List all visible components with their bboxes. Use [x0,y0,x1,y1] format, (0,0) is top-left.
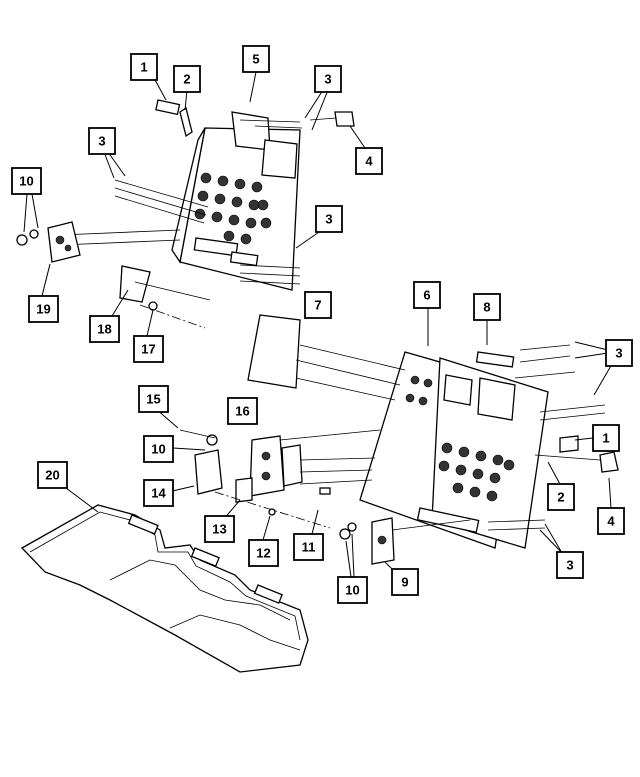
svg-text:2: 2 [183,72,190,87]
callout-2-right: 2 [547,483,575,511]
svg-text:19: 19 [36,302,50,317]
callout-3-left: 3 [88,127,116,155]
center-hinge-mechanism [179,429,381,529]
callout-4-right: 4 [597,507,625,535]
callout-11: 11 [293,533,324,561]
callout-18: 18 [89,315,120,343]
svg-text:6: 6 [423,288,430,303]
right-seat-back-knob-grid [405,375,515,502]
callout-9: 9 [391,568,419,596]
svg-text:15: 15 [146,392,160,407]
floor-mat-part-20 [20,504,309,673]
svg-text:8: 8 [483,300,490,315]
bracket-part-18 [119,265,211,329]
callout-3-middle: 3 [315,205,343,233]
svg-text:1: 1 [602,431,609,446]
callout-17: 17 [133,335,164,363]
svg-text:11: 11 [302,540,316,555]
callout-3-right-top: 3 [605,339,633,367]
svg-text:3: 3 [324,72,331,87]
svg-text:10: 10 [151,442,165,457]
callout-1-top: 1 [130,53,158,81]
callout-5: 5 [242,45,270,73]
callout-20: 20 [37,461,68,489]
callout-13: 13 [204,515,235,543]
svg-text:13: 13 [212,522,226,537]
svg-text:10: 10 [345,583,359,598]
leader-lines [23,71,613,578]
svg-text:12: 12 [256,546,270,561]
callout-6: 6 [413,281,441,309]
left-hinge-part-19 [16,221,81,263]
callout-14: 14 [143,479,174,507]
svg-text:4: 4 [607,514,615,529]
svg-text:7: 7 [314,298,321,313]
svg-text:1: 1 [140,60,147,75]
right-seat-back-frame [247,314,619,549]
svg-text:3: 3 [566,558,573,573]
callout-16: 16 [227,397,258,425]
callout-10-bottom: 10 [337,576,368,604]
svg-text:9: 9 [401,575,408,590]
svg-text:4: 4 [365,154,373,169]
callout-15: 15 [138,385,169,413]
callout-2-top: 2 [173,65,201,93]
callout-4-top: 4 [355,147,383,175]
callout-10-middle: 10 [143,435,174,463]
callout-1-right: 1 [592,424,620,452]
callout-8: 8 [473,293,501,321]
svg-text:2: 2 [557,490,564,505]
svg-text:16: 16 [235,404,249,419]
svg-text:17: 17 [141,342,155,357]
svg-text:14: 14 [151,486,166,501]
callout-19: 19 [28,295,59,323]
callout-3-bottom-right: 3 [556,551,584,579]
svg-text:18: 18 [97,322,111,337]
svg-text:3: 3 [98,134,105,149]
svg-text:3: 3 [615,346,622,361]
svg-text:20: 20 [45,468,59,483]
callout-labels: 1 2 5 3 4 3 10 3 [11,45,633,604]
callout-3-top-right: 3 [314,65,342,93]
svg-text:5: 5 [252,52,259,67]
callout-10-left: 10 [11,167,42,195]
svg-text:10: 10 [19,174,33,189]
callout-7: 7 [304,291,332,319]
seat-back-knob-grid [194,172,272,245]
callout-12: 12 [248,539,279,567]
right-lower-hinge-part-9 [339,517,471,565]
svg-text:3: 3 [325,212,332,227]
upper-left-seat-back-frame [59,99,355,291]
